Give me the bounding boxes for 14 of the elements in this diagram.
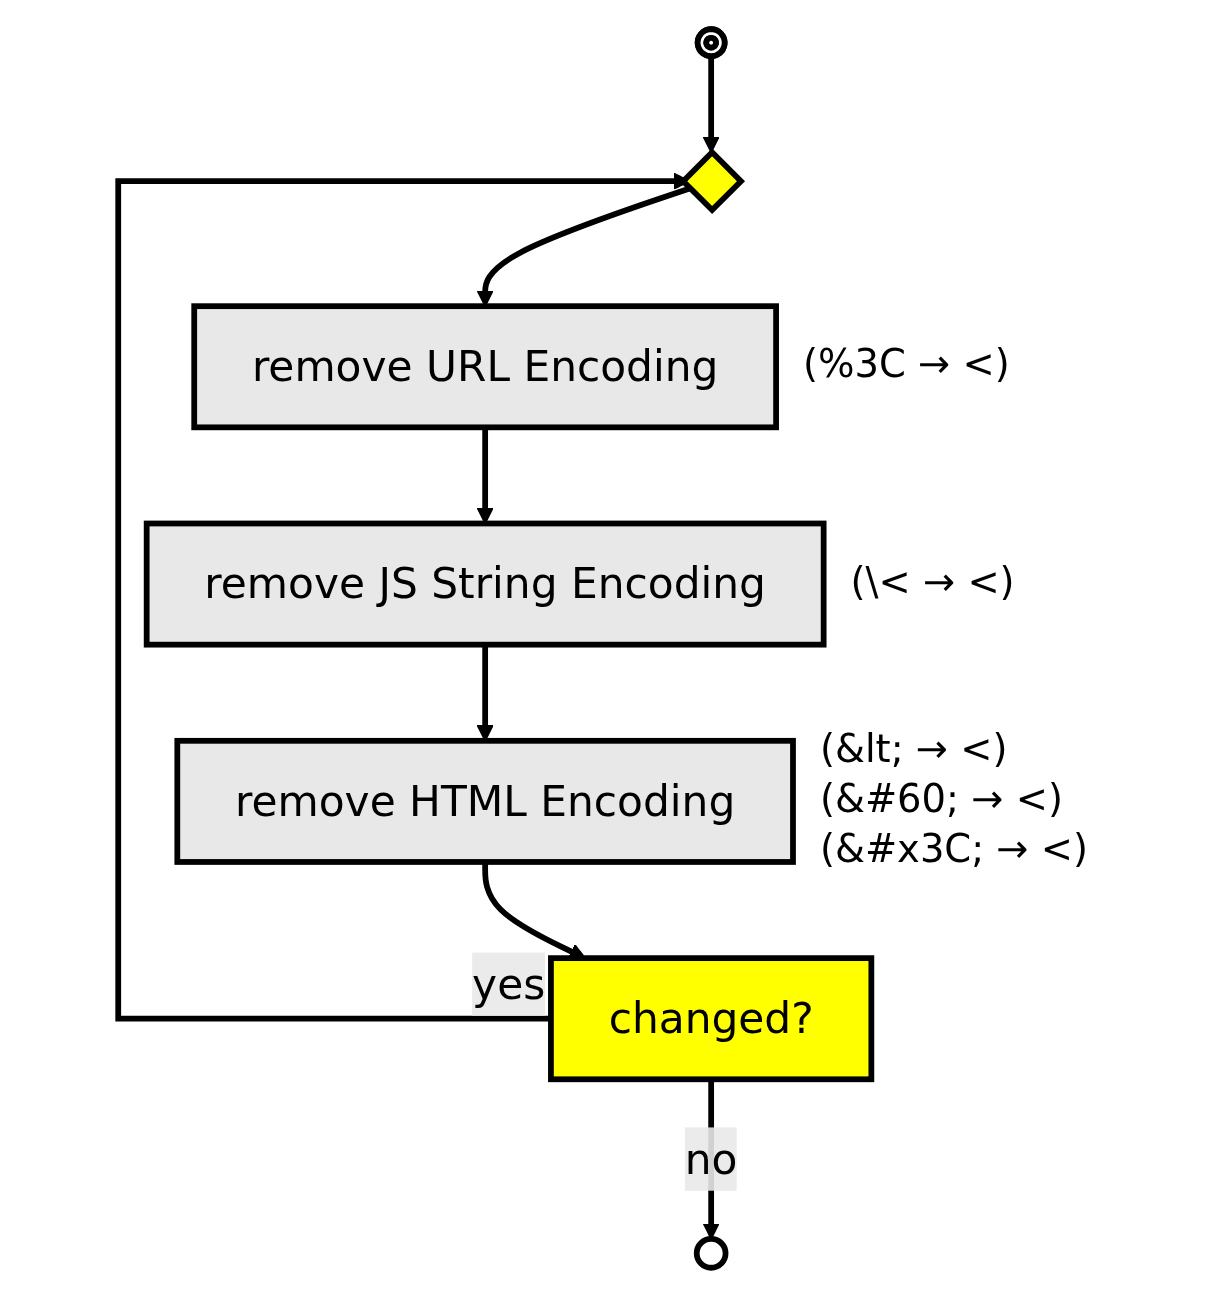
arrow: [115, 172, 691, 1022]
node-box: remove JS String Encoding: [144, 520, 827, 648]
arrow: [703, 56, 720, 154]
node-box: remove HTML Encoding: [174, 737, 797, 865]
annotation-text: (&#x3C; → <): [820, 825, 1089, 871]
edge-label: no: [685, 1135, 738, 1184]
edge-label: yes: [472, 960, 546, 1009]
node-box: changed?: [548, 955, 875, 1083]
annotation-text: (\< → <): [850, 558, 1015, 604]
node-box: remove URL Encoding: [191, 303, 780, 431]
annotation-text: (%3C → <): [803, 341, 1011, 387]
annotation-text: (&#60; → <): [820, 775, 1064, 821]
annotation-text: (&lt; → <): [820, 725, 1008, 771]
node-circle: [694, 1236, 729, 1271]
